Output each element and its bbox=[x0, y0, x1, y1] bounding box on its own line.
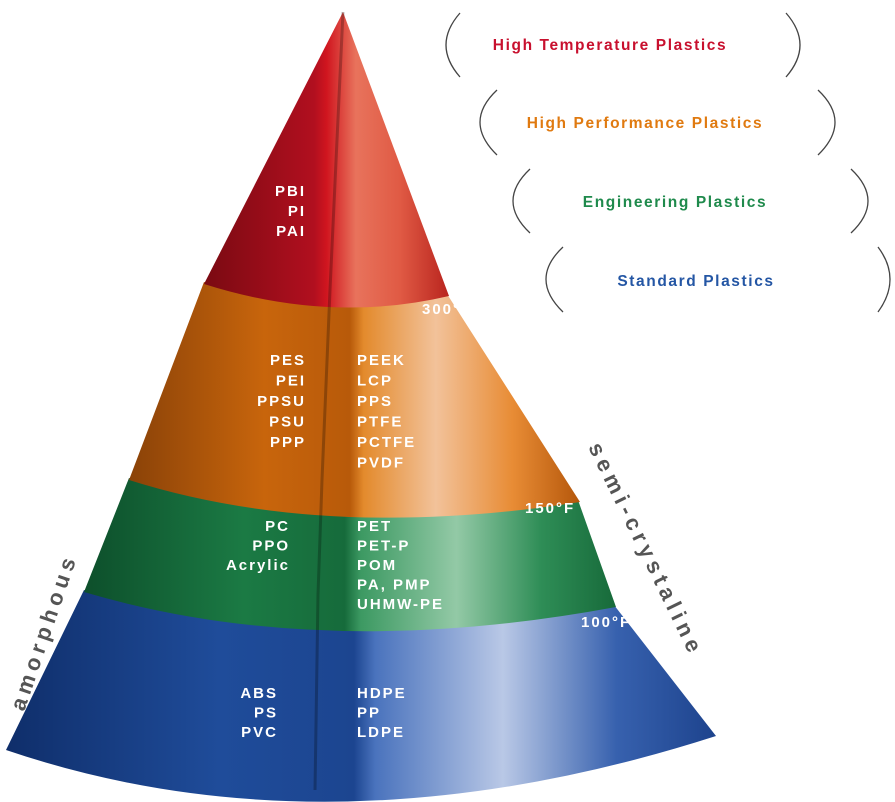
material-label-standard-amorphous: PS bbox=[254, 705, 278, 722]
material-label-engineering-semicrystalline: PET-P bbox=[357, 538, 410, 555]
material-label-high_performance-amorphous: PPP bbox=[270, 434, 306, 451]
tier-standard-band bbox=[6, 590, 716, 802]
threshold-150f: 150°F bbox=[525, 500, 575, 517]
legend-engineering: Engineering Plastics bbox=[512, 168, 869, 234]
material-label-standard-amorphous: ABS bbox=[240, 685, 278, 702]
material-label-engineering-amorphous: PPO bbox=[252, 538, 290, 555]
material-label-engineering-semicrystalline: POM bbox=[357, 557, 397, 574]
cone-center-seam bbox=[313, 11, 345, 791]
material-label-high_performance-amorphous: PEI bbox=[276, 373, 306, 390]
material-label-high_performance-semicrystalline: PCTFE bbox=[357, 434, 416, 451]
material-label-engineering-semicrystalline: PET bbox=[357, 518, 392, 535]
legend-high-performance: High Performance Plastics bbox=[479, 89, 836, 156]
material-label-high_performance-semicrystalline: PPS bbox=[357, 393, 393, 410]
legend-label-high-temperature: High Temperature Plastics bbox=[493, 37, 727, 54]
semicrystalline-labels: PEEK LCP PPS PTFE PCTFE PVDF PET PET-P POM PA, PM… bbox=[357, 352, 444, 741]
material-label-engineering-amorphous: Acrylic bbox=[226, 557, 290, 574]
material-label-high_performance-semicrystalline: PVDF bbox=[357, 455, 405, 472]
legend-standard: Standard Plastics bbox=[545, 246, 891, 313]
material-label-engineering-semicrystalline: UHMW-PE bbox=[357, 596, 444, 613]
legend-high-temperature: High Temperature Plastics bbox=[445, 12, 801, 78]
threshold-100f: 100°F bbox=[581, 614, 631, 631]
material-label-high_performance-amorphous: PSU bbox=[269, 414, 306, 431]
legend-label-engineering: Engineering Plastics bbox=[583, 194, 767, 211]
threshold-300f: 300°F bbox=[422, 301, 472, 318]
material-label-high_performance-semicrystalline: PTFE bbox=[357, 414, 403, 431]
legend-label-high-performance: High Performance Plastics bbox=[527, 115, 763, 132]
material-label-high_temperature-amorphous: PI bbox=[288, 203, 306, 220]
material-label-standard-semicrystalline: HDPE bbox=[357, 685, 407, 702]
material-label-standard-semicrystalline: PP bbox=[357, 705, 381, 722]
material-label-high_performance-semicrystalline: LCP bbox=[357, 373, 393, 390]
legend-label-standard: Standard Plastics bbox=[617, 273, 774, 290]
material-label-high_temperature-amorphous: PAI bbox=[276, 223, 306, 240]
tier-engineering-band bbox=[84, 478, 616, 632]
material-label-standard-semicrystalline: LDPE bbox=[357, 724, 405, 741]
material-label-high_temperature-amorphous: PBI bbox=[275, 183, 306, 200]
tier-high-performance-band bbox=[129, 282, 580, 518]
material-label-standard-amorphous: PVC bbox=[241, 724, 278, 741]
material-label-engineering-amorphous: PC bbox=[265, 518, 290, 535]
tier-high-temperature-band bbox=[204, 12, 449, 308]
material-label-engineering-semicrystalline: PA, PMP bbox=[357, 577, 432, 594]
material-label-high_performance-amorphous: PPSU bbox=[257, 393, 306, 410]
material-label-high_performance-semicrystalline: PEEK bbox=[357, 352, 406, 369]
material-label-high_performance-amorphous: PES bbox=[270, 352, 306, 369]
